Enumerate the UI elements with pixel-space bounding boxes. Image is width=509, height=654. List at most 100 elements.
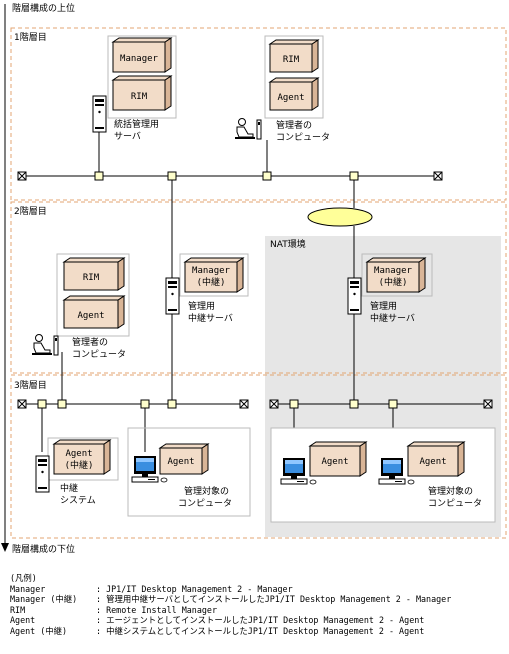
admin-pc-caption-2-tier2: コンピュータ: [72, 349, 126, 360]
agent-box-tier2: [62, 295, 126, 329]
hierarchy-top-label: 階層構成の上位: [12, 2, 75, 14]
relay-server-icon-left: [165, 277, 180, 315]
managed-pc-caption-1-nat: 管理対象の: [428, 485, 473, 497]
tier3-terminator-left-1: [17, 399, 27, 409]
manager-box-tier1: [111, 37, 173, 73]
relay-server-caption-2-nat: 中継サーバ: [370, 312, 415, 324]
hierarchy-bottom-label: 階層構成の下位: [12, 543, 75, 555]
tier1-node-4: [349, 171, 359, 181]
central-server-caption-2: サーバ: [114, 131, 141, 142]
relay-server-frame-nat: [361, 253, 433, 297]
rim-box-tier1: [111, 75, 173, 111]
tier3-label: 3階層目: [14, 380, 47, 391]
managed-pc-caption-1-left: 管理対象の: [184, 485, 229, 497]
tier3-node-nat-1: [289, 399, 299, 409]
agent-box-admin-tier1: [268, 77, 320, 111]
tier2-label: 2階層目: [14, 206, 47, 217]
tier3-terminator-left-2: [239, 399, 249, 409]
tier3-node-1: [37, 399, 47, 409]
tier1-node-1: [94, 171, 104, 181]
admin-pc-caption-2-tier1: コンピュータ: [276, 132, 330, 143]
agent-label-admin-tier1: Agent: [277, 93, 304, 103]
agent-label-managed-nat-2: Agent: [419, 457, 446, 467]
legend-key: Manager: [10, 583, 46, 594]
managed-pc-caption-2-nat: コンピュータ: [428, 498, 482, 509]
tier3-terminator-nat-2: [483, 399, 493, 409]
tier1-frame: [10, 27, 507, 201]
relay-server-caption-2-left: 中継サーバ: [188, 312, 233, 324]
manager-label-tier1: Manager: [120, 54, 159, 64]
legend-row-manager: Manager : JP1/IT Desktop Management 2 - M…: [10, 584, 451, 595]
manager-relay-label-2-left: (中継): [197, 276, 226, 288]
admin-pc-icon-tier1: [234, 118, 262, 140]
tier3-terminator-nat-1: [269, 399, 279, 409]
manager-relay-label-1-left: Manager: [192, 266, 231, 276]
manager-relay-box-left: [183, 257, 245, 293]
legend-value: : JP1/IT Desktop Management 2 - Manager: [96, 583, 293, 594]
legend-key: RIM: [10, 604, 26, 615]
legend-title: (凡例): [10, 573, 37, 583]
relay-system-caption-2: システム: [60, 495, 96, 506]
legend: (凡例) Manager : JP1/IT Desktop Management …: [10, 573, 451, 637]
agent-label-tier2: Agent: [77, 311, 104, 321]
tier2-frame: [10, 201, 507, 374]
relay-server-icon-nat: [347, 277, 362, 315]
tier3-node-4: [167, 399, 177, 409]
tier3-frame: [10, 374, 507, 539]
agent-relay-label-1: Agent: [65, 449, 92, 459]
agent-label-managed-left: Agent: [167, 457, 194, 467]
nat-label: NAT環境: [270, 238, 306, 250]
rim-box-tier2: [62, 257, 126, 291]
managed-pc-frame-left: [127, 427, 251, 517]
rim-label-tier1: RIM: [131, 92, 148, 102]
tier3-node-3: [140, 399, 150, 409]
admin-software-frame-tier2: [56, 253, 130, 337]
agent-relay-box: [52, 439, 112, 475]
manager-relay-box-nat: [365, 257, 427, 293]
admin-pc-caption-1-tier1: 管理者の: [276, 119, 312, 131]
tier3-node-nat-3: [388, 399, 398, 409]
tier1-terminator-left: [17, 171, 27, 181]
admin-pc-icon-tier2: [31, 334, 59, 356]
rim-box-admin-tier1: [268, 39, 320, 73]
tier3-node-2: [57, 399, 67, 409]
tier1-terminator-right: [433, 171, 443, 181]
legend-row-manager-relay: Manager (中継) : 管理用中継サーバとしてインストールしたJP1/IT …: [10, 594, 451, 605]
relay-system-icon: [35, 455, 50, 493]
legend-value: : 中継システムとしてインストールしたJP1/IT Desktop Manage…: [96, 625, 425, 636]
relay-server-caption-1-nat: 管理用: [370, 300, 397, 312]
tier1-node-3: [262, 171, 272, 181]
admin-pc-caption-1-tier2: 管理者の: [72, 336, 108, 348]
central-server-software-frame: [107, 35, 177, 119]
agent-box-managed-nat-1: [308, 441, 368, 477]
legend-key: Agent: [10, 615, 36, 626]
legend-row-agent-relay: Agent (中継): 中継システムとしてインストールしたJP1/IT Desk…: [10, 626, 451, 637]
central-server-caption-1: 統括管理用: [114, 118, 159, 130]
legend-row-agent: Agent : エージェントとしてインストールしたJP1/IT Desktop M…: [10, 615, 451, 626]
hierarchy-arrow: [1, 4, 9, 552]
agent-box-managed-nat-2: [406, 441, 466, 477]
manager-relay-label-2-nat: (中継): [379, 276, 408, 288]
tier1-node-2: [167, 171, 177, 181]
relay-system-caption-1: 中継: [60, 482, 78, 494]
relay-server-caption-1-left: 管理用: [188, 300, 215, 312]
tier3-node-nat-2: [349, 399, 359, 409]
legend-row-rim: RIM : Remote Install Manager: [10, 605, 451, 616]
agent-box-managed-left: [158, 443, 210, 475]
legend-value: : エージェントとしてインストールしたJP1/IT Desktop Manage…: [96, 615, 425, 626]
managed-pc-caption-2-left: コンピュータ: [178, 498, 232, 509]
nat-router-cloud: [307, 207, 373, 227]
legend-value: : Remote Install Manager: [96, 604, 218, 615]
central-server-icon: [92, 95, 107, 133]
agent-relay-label-2: (中継): [65, 459, 94, 471]
manager-relay-label-1-nat: Manager: [374, 266, 413, 276]
legend-value: : 管理用中継サーバとしてインストールしたJP1/IT Desktop Mana…: [96, 594, 452, 605]
legend-key: Manager (中継): [10, 594, 78, 605]
relay-server-frame-left: [179, 253, 249, 297]
admin-software-frame-tier1: [264, 35, 324, 119]
agent-label-managed-nat-1: Agent: [321, 457, 348, 467]
tier1-label: 1階層目: [14, 32, 47, 43]
rim-label-admin-tier1: RIM: [283, 55, 300, 65]
